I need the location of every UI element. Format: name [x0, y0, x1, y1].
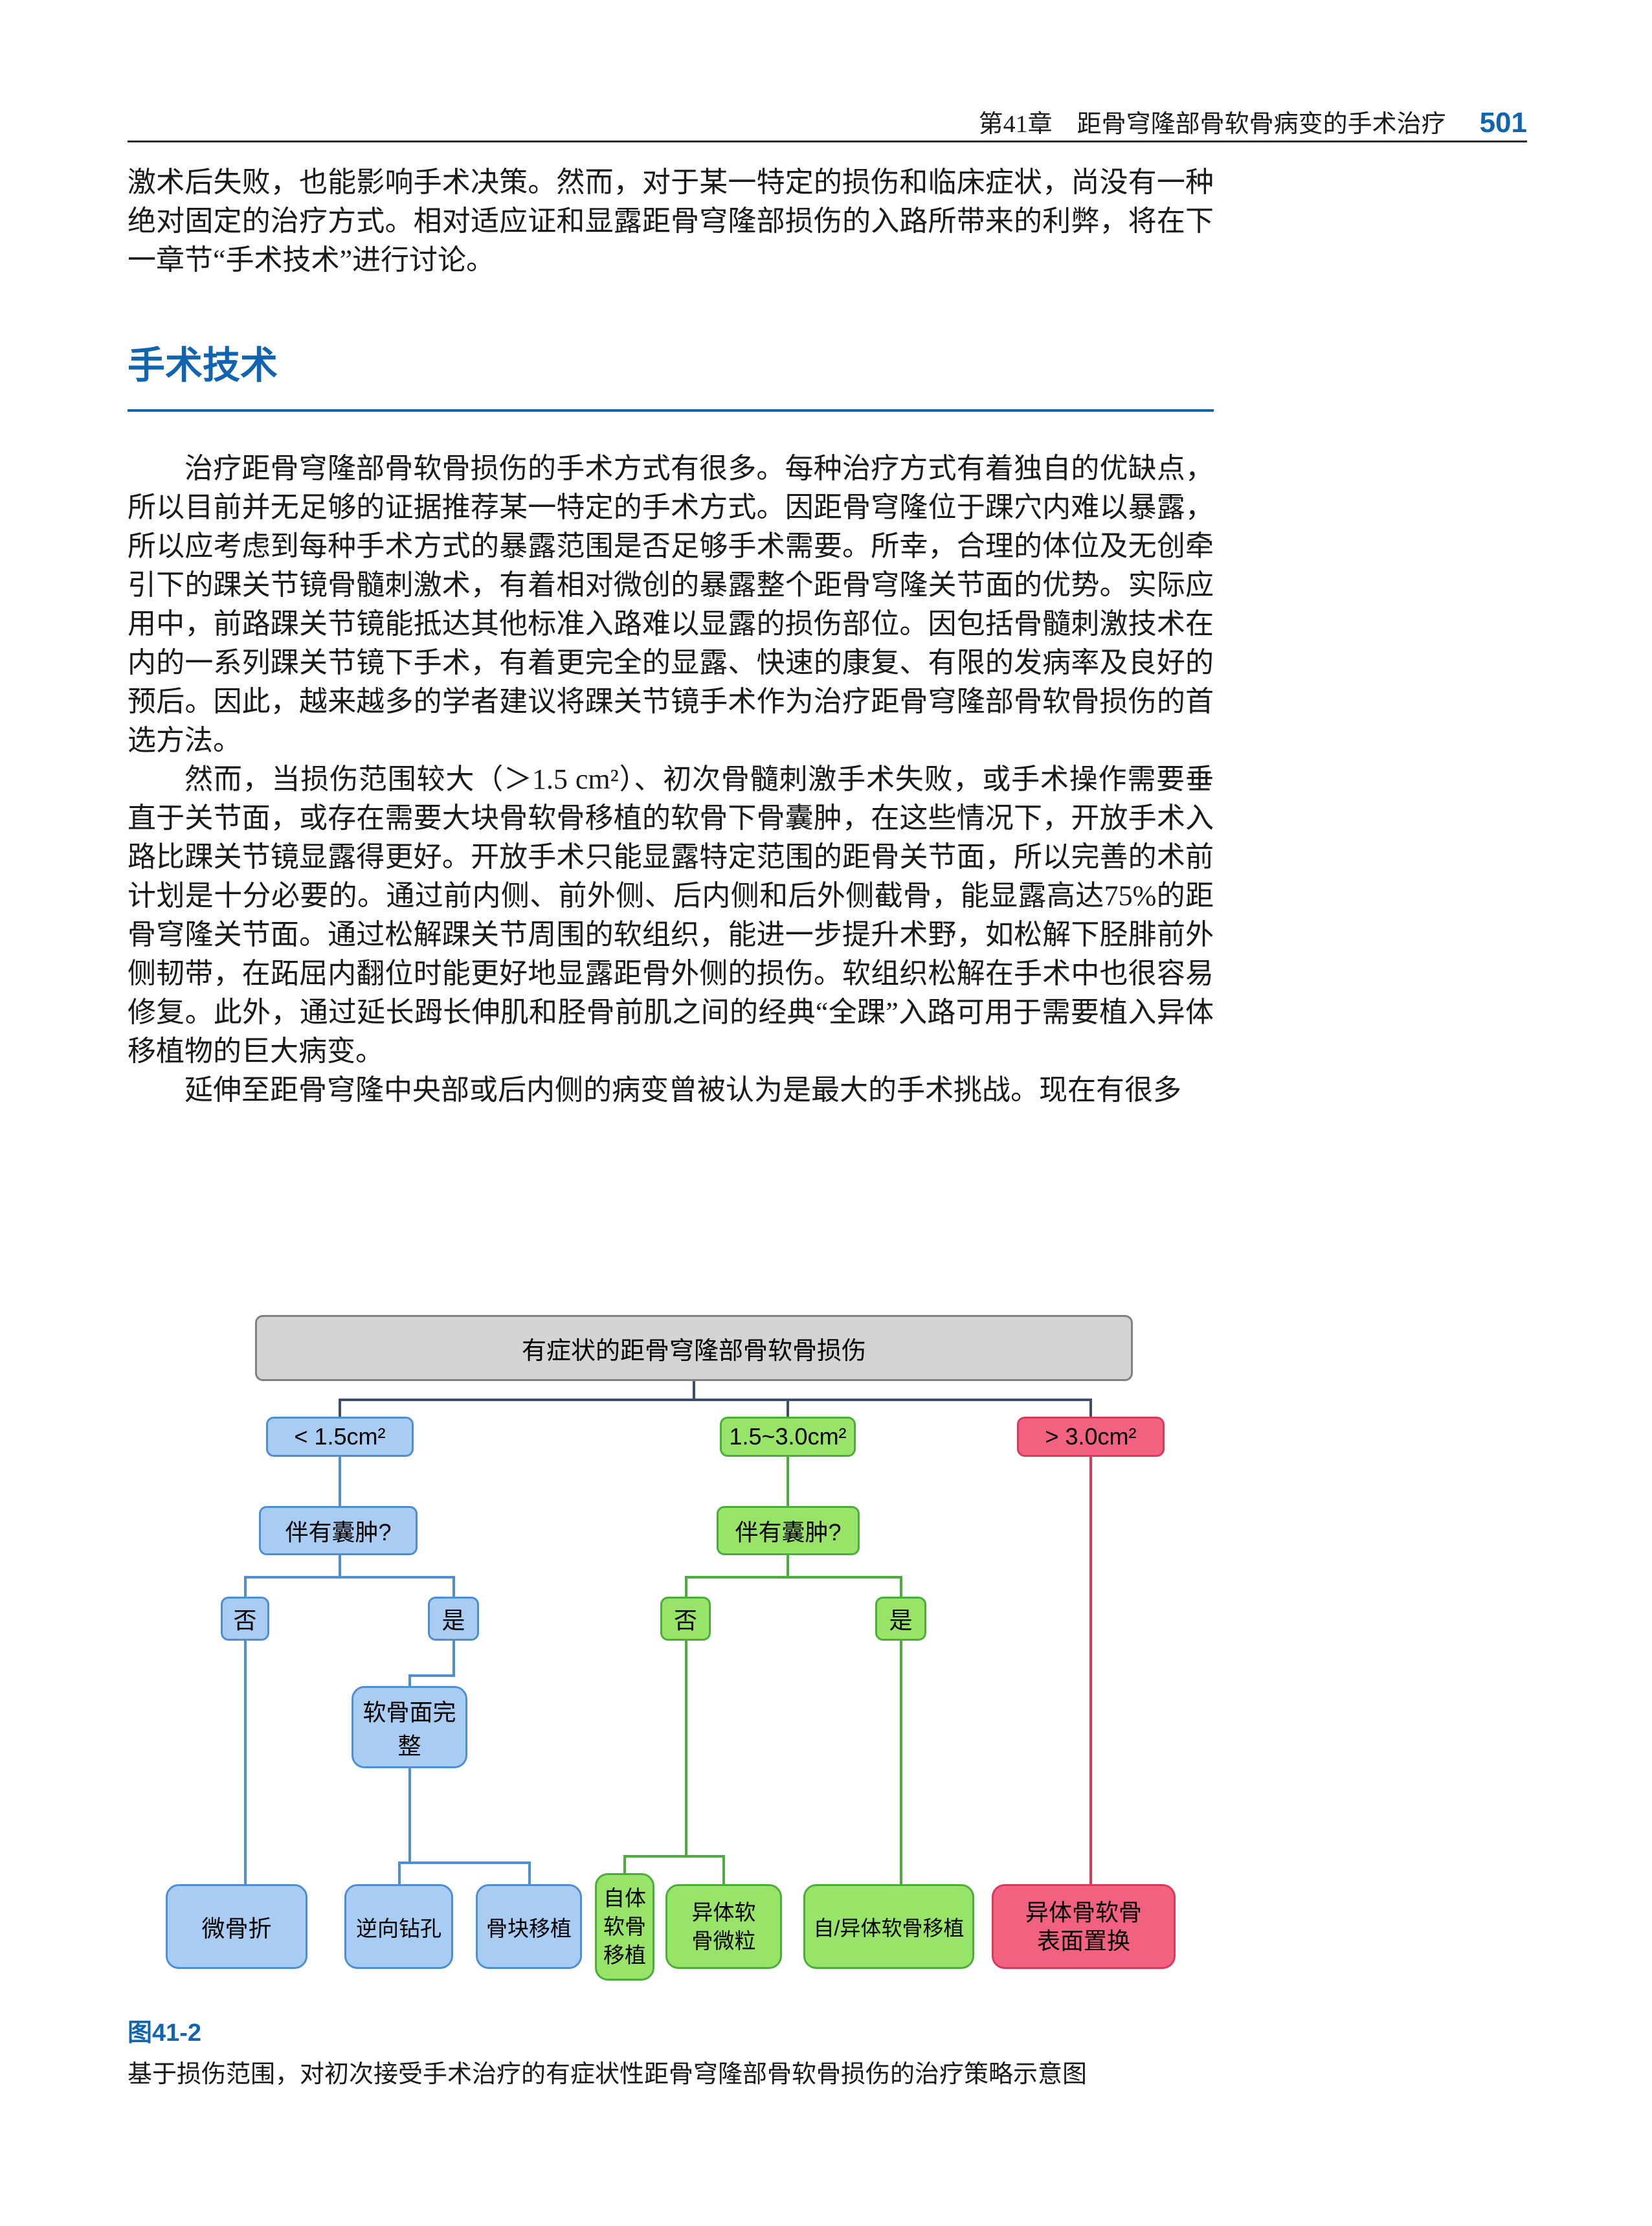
connector — [408, 1674, 455, 1677]
connector — [339, 1457, 341, 1506]
connector — [1089, 1399, 1092, 1417]
connector — [623, 1855, 725, 1858]
flow-node-size-large: > 3.0cm² — [1017, 1417, 1165, 1457]
text-column: 激术后失败，也能影响手术决策。然而，对于某一特定的损伤和临床症状，尚没有一种绝对… — [128, 163, 1214, 1110]
connector — [339, 1555, 341, 1577]
flowchart-figure: 有症状的距骨穹隆部骨软骨损伤 < 1.5cm² 1.5~3.0cm² > 3.0… — [0, 1308, 1652, 1994]
connector — [900, 1576, 902, 1597]
flow-node-no-medium: 否 — [660, 1597, 711, 1641]
figure-label: 图41-2 — [128, 2019, 202, 2047]
connector — [452, 1576, 455, 1597]
flow-node-yes-medium: 是 — [875, 1597, 926, 1641]
flow-node-cyst-question-small: 伴有囊肿? — [259, 1506, 418, 1555]
connector — [408, 1768, 411, 1863]
flow-node-size-small: < 1.5cm² — [266, 1417, 414, 1457]
page-number: 501 — [1479, 107, 1527, 139]
flow-node-no-small: 否 — [221, 1597, 269, 1641]
flow-node-autologous-cartilage-graft: 自体 软骨 移植 — [595, 1873, 654, 1981]
connector — [452, 1641, 455, 1677]
figure-caption: 基于损伤范围，对初次接受手术治疗的有症状性距骨穹隆部骨软骨损伤的治疗策略示意图 — [128, 2061, 1088, 2088]
connector — [244, 1576, 455, 1579]
connector — [398, 1861, 401, 1884]
paragraph-continuation: 激术后失败，也能影响手术决策。然而，对于某一特定的损伤和临床症状，尚没有一种绝对… — [128, 166, 1214, 276]
connector — [623, 1855, 626, 1873]
connector — [787, 1399, 789, 1417]
page-header: 第41章 距骨穹隆部骨软骨病变的手术治疗 501 — [128, 104, 1527, 139]
connector — [685, 1641, 687, 1858]
connector — [408, 1674, 411, 1686]
connector — [528, 1861, 531, 1884]
flow-node-microfracture: 微骨折 — [166, 1884, 307, 1969]
section-heading: 手术技术 — [128, 342, 1214, 412]
connector — [722, 1855, 725, 1884]
paragraph: 延伸至距骨穹隆中央部或后内侧的病变曾被认为是最大的手术挑战。现在有很多 — [184, 1074, 1181, 1106]
connector — [685, 1576, 687, 1597]
connector — [685, 1576, 901, 1579]
flow-node-bone-graft: 骨块移植 — [476, 1884, 582, 1969]
connector — [244, 1576, 247, 1597]
flow-node-cyst-question-medium: 伴有囊肿? — [717, 1506, 860, 1555]
flow-node-retrograde-drilling: 逆向钻孔 — [344, 1884, 453, 1969]
paragraph: 然而，当损伤范围较大（＞1.5 cm²）、初次骨髓刺激手术失败，或手术操作需要垂… — [128, 763, 1214, 1067]
running-head-title: 第41章 距骨穹隆部骨软骨病变的手术治疗 — [978, 111, 1446, 138]
flow-node-size-medium: 1.5~3.0cm² — [720, 1417, 856, 1457]
connector — [339, 1399, 1092, 1401]
paragraph: 治疗距骨穹隆部骨软骨损伤的手术方式有很多。每种治疗方式有着独自的优缺点，所以目前… — [128, 453, 1214, 756]
flow-node-allograft-cartilage-particles: 异体软 骨微粒 — [665, 1884, 782, 1969]
flow-node-root: 有症状的距骨穹隆部骨软骨损伤 — [255, 1315, 1133, 1381]
header-rule — [128, 141, 1527, 142]
connector — [787, 1555, 789, 1577]
flow-node-yes-small: 是 — [428, 1597, 479, 1641]
connector — [339, 1399, 341, 1417]
flow-node-auto-allo-cartilage-graft: 自/异体软骨移植 — [803, 1884, 974, 1969]
connector — [398, 1861, 531, 1864]
connector — [1089, 1457, 1092, 1884]
connector — [787, 1457, 789, 1506]
connector — [900, 1641, 902, 1884]
flow-node-cartilage-intact: 软骨面完整 — [352, 1686, 467, 1768]
connector — [693, 1381, 695, 1400]
connector — [244, 1641, 247, 1884]
flow-node-allograft-resurfacing: 异体骨软骨 表面置换 — [992, 1884, 1176, 1969]
